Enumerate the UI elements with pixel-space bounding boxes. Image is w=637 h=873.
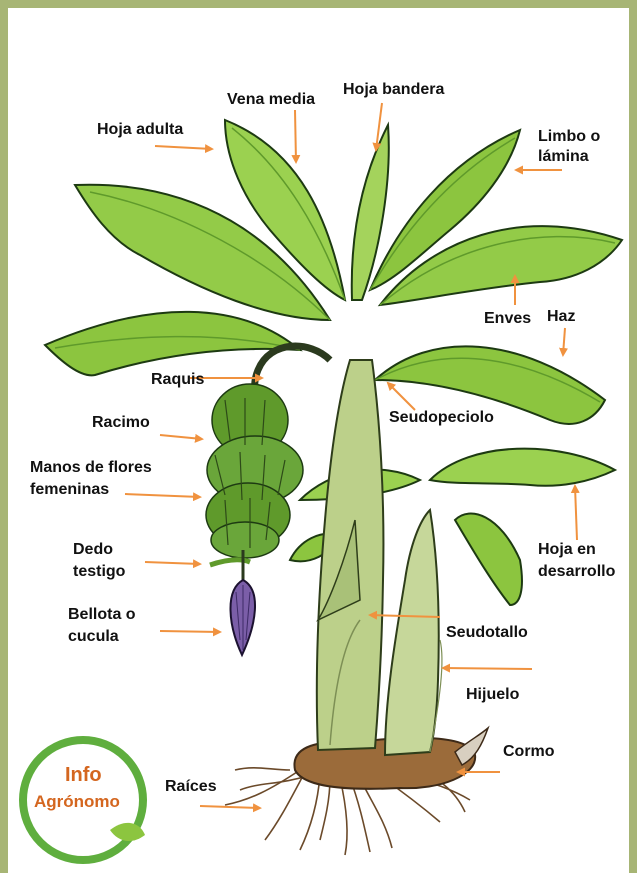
banana-bunch (206, 384, 303, 565)
label-enves: Enves (484, 309, 531, 329)
label-manos-line2: femeninas (30, 480, 109, 500)
label-seudotallo: Seudotallo (446, 623, 528, 643)
logo-text-agronomo: Agrónomo (34, 792, 120, 812)
label-dedo-line1: Dedo (73, 540, 113, 560)
label-hoja-bandera: Hoja bandera (343, 80, 444, 100)
label-bellota-line1: Bellota o (68, 605, 136, 625)
sucker (385, 510, 439, 755)
label-vena-media: Vena media (227, 90, 315, 110)
label-hoja-desarrollo-line1: Hoja en (538, 540, 596, 560)
label-limbo-line2: lámina (538, 147, 589, 167)
label-raices: Raíces (165, 777, 217, 797)
label-hijuelo: Hijuelo (466, 685, 519, 705)
logo-text-info: Info (65, 764, 102, 787)
label-manos-line1: Manos de flores (30, 458, 152, 478)
label-seudopeciolo: Seudopeciolo (389, 408, 494, 428)
label-cormo: Cormo (503, 742, 555, 762)
label-hoja-adulta: Hoja adulta (97, 120, 183, 140)
label-dedo-line2: testigo (73, 562, 125, 582)
label-bellota-line2: cucula (68, 627, 119, 647)
label-racimo: Racimo (92, 413, 150, 433)
label-raquis: Raquis (151, 370, 204, 390)
label-haz: Haz (547, 307, 575, 327)
label-hoja-desarrollo-line2: desarrollo (538, 562, 615, 582)
label-limbo-line1: Limbo o (538, 127, 600, 147)
